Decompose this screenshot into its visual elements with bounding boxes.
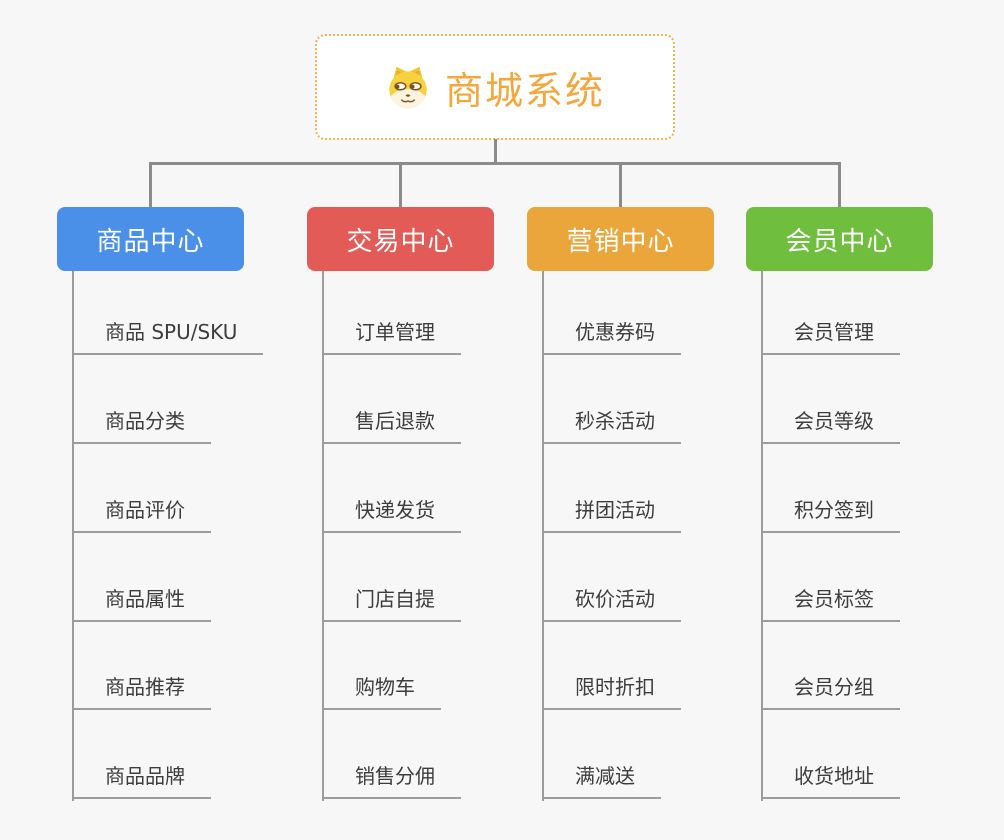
branch-node[interactable]: 商品中心 [57, 207, 244, 271]
branch-trunk-line [542, 271, 544, 801]
leaf-item[interactable]: 商品 SPU/SKU [72, 316, 264, 355]
doge-icon [389, 66, 427, 109]
branch-node[interactable]: 会员中心 [746, 207, 933, 271]
leaf-item[interactable]: 砍价活动 [542, 583, 681, 622]
leaf-item[interactable]: 限时折扣 [542, 671, 681, 710]
leaf-item[interactable]: 商品分类 [72, 405, 211, 444]
leaf-item[interactable]: 销售分佣 [322, 760, 461, 799]
leaf-item[interactable]: 商品推荐 [72, 671, 211, 710]
leaf-item[interactable]: 商品属性 [72, 583, 211, 622]
leaf-item[interactable]: 拼团活动 [542, 494, 681, 533]
leaf-item[interactable]: 会员分组 [761, 671, 900, 710]
leaf-item[interactable]: 会员管理 [761, 316, 900, 355]
leaf-item[interactable]: 购物车 [322, 671, 441, 710]
branch-trunk-line [72, 271, 74, 801]
root-title: 商城系统 [444, 68, 605, 113]
connector-line [619, 162, 622, 207]
leaf-item[interactable]: 秒杀活动 [542, 405, 681, 444]
leaf-item[interactable]: 订单管理 [322, 316, 461, 355]
leaf-item[interactable]: 会员等级 [761, 405, 900, 444]
leaf-item[interactable]: 门店自提 [322, 583, 461, 622]
connector-line [838, 162, 841, 207]
leaf-item[interactable]: 积分签到 [761, 494, 900, 533]
leaf-item[interactable]: 优惠券码 [542, 316, 681, 355]
branch-node[interactable]: 营销中心 [527, 207, 714, 271]
leaf-item[interactable]: 商品评价 [72, 494, 211, 533]
leaf-item[interactable]: 会员标签 [761, 583, 900, 622]
branch-trunk-line [761, 271, 763, 801]
leaf-item[interactable]: 售后退款 [322, 405, 461, 444]
connector-line [149, 162, 152, 207]
connector-line [399, 162, 402, 207]
leaf-item[interactable]: 商品品牌 [72, 760, 211, 799]
leaf-item[interactable]: 收货地址 [761, 760, 900, 799]
branch-node[interactable]: 交易中心 [307, 207, 494, 271]
connector-line [493, 139, 497, 165]
leaf-item[interactable]: 快递发货 [322, 494, 461, 533]
leaf-item[interactable]: 满减送 [542, 760, 661, 799]
root-node[interactable]: 商城系统 [315, 34, 675, 140]
connector-line [149, 162, 841, 165]
branch-trunk-line [322, 271, 324, 801]
